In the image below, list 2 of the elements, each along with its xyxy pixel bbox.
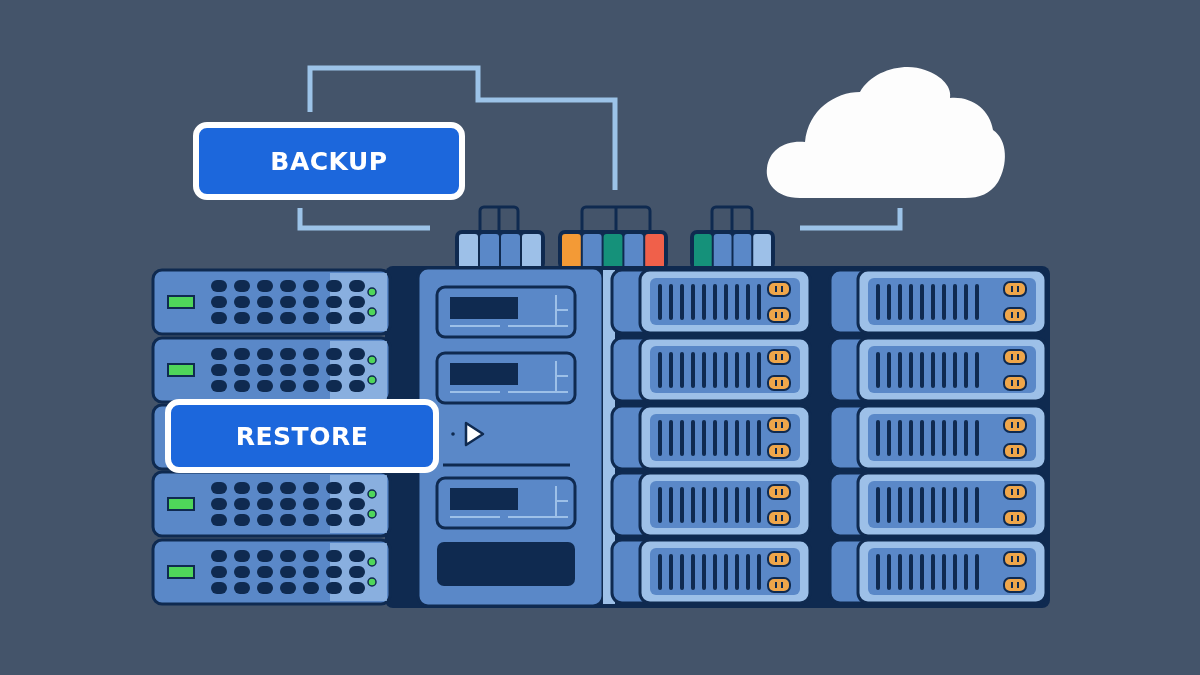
label-tag: RESTORE [165,399,439,473]
label-tag: BACKUP [193,122,465,200]
